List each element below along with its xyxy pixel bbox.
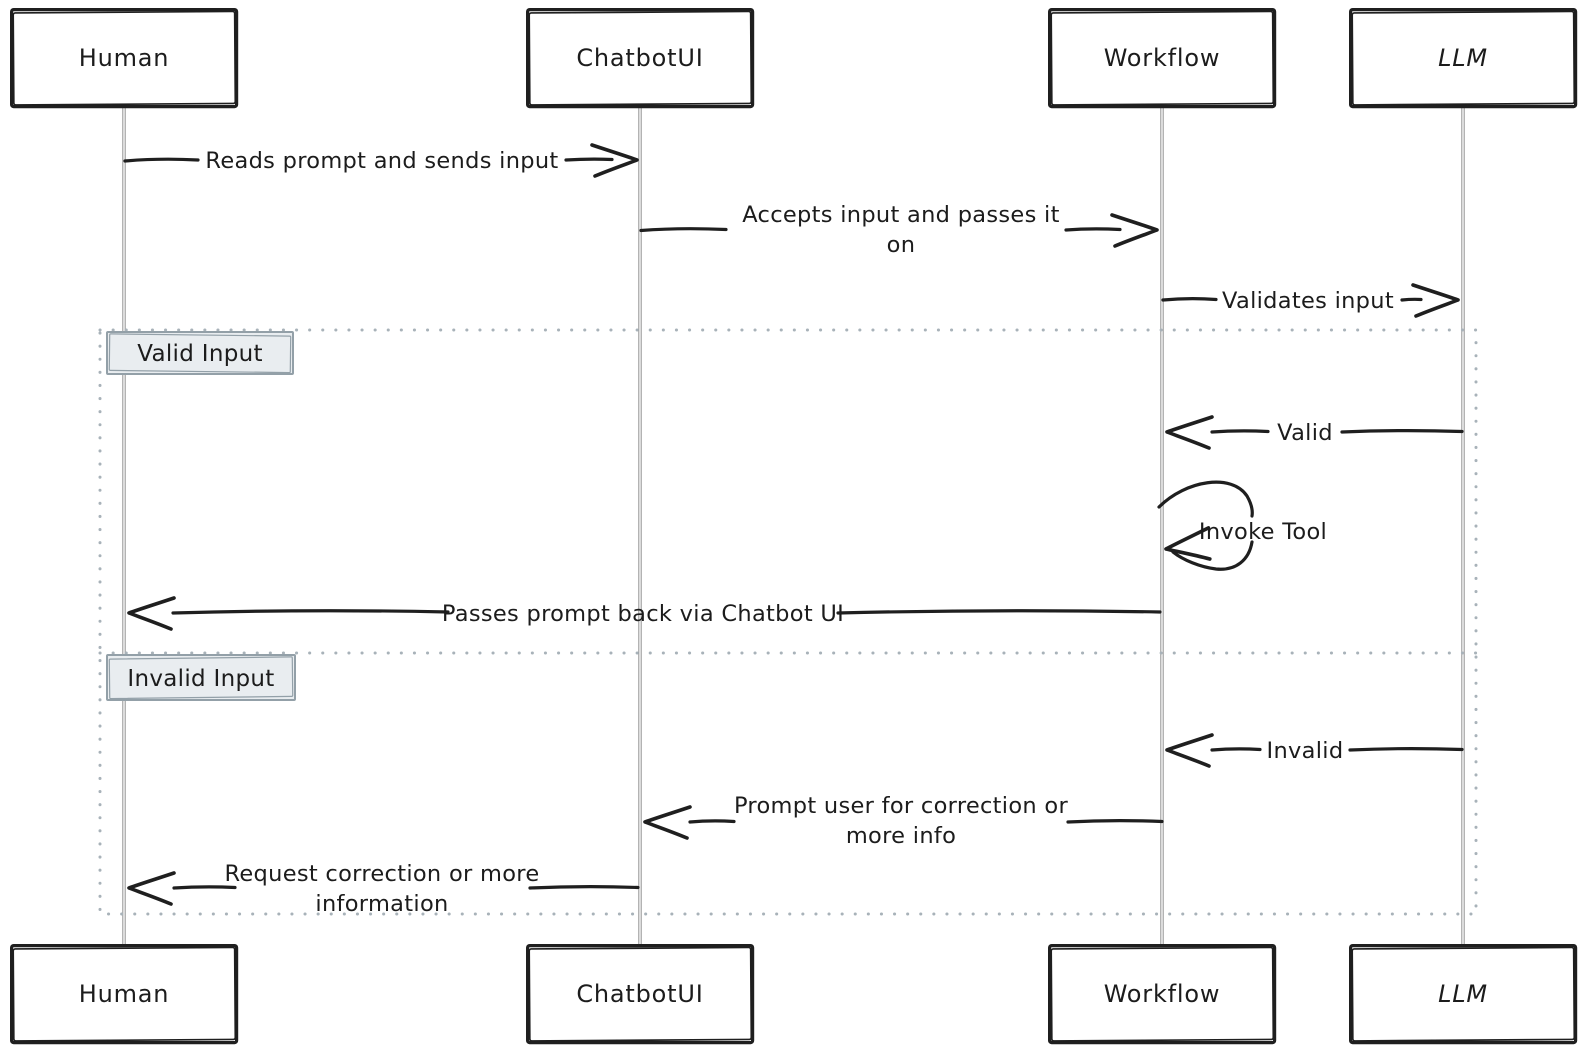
lifeline-human: [122, 108, 126, 946]
message-line: [1210, 429, 1270, 434]
actor-label-chatbotui-top: ChatbotUI: [576, 44, 703, 72]
message-text: Prompt user for correction or: [734, 793, 1069, 819]
alt-label-box-invalid-sketch: [108, 656, 294, 700]
lifelines: [122, 108, 1465, 946]
arrowhead-left: [127, 596, 176, 631]
message-line: [1066, 819, 1164, 824]
message-text: more info: [846, 823, 956, 849]
arrowhead-left: [1165, 733, 1214, 768]
message-line: [1340, 429, 1464, 434]
alt-label-invalid-input: Invalid Input: [127, 666, 274, 692]
message-line: [123, 157, 200, 163]
self-loop-bottom: [1171, 540, 1254, 571]
message-line: [172, 885, 237, 890]
message-text: Valid: [1277, 420, 1333, 446]
message-valid-arrow: [1165, 415, 1464, 450]
message-line: [171, 609, 450, 615]
alt-label-box-valid-sketch: [108, 333, 292, 374]
arrowhead-left: [1165, 415, 1214, 450]
alt-label-box-invalid: [106, 654, 296, 701]
diagram-texts: Valid Input Invalid Input Reads prompt a…: [127, 148, 1394, 917]
alt-section-label-invalid: [106, 654, 296, 701]
actor-labels: Human ChatbotUI Workflow LLM Human Chatb…: [79, 44, 1488, 1008]
message-prompt-user-arrow: [643, 805, 1164, 840]
message-text: Passes prompt back via Chatbot UI: [442, 601, 844, 627]
message-text: Reads prompt and sends input: [205, 148, 558, 174]
message-line: [1210, 747, 1262, 752]
message-text: Invoke Tool: [1199, 519, 1327, 545]
message-line: [528, 885, 640, 890]
message-line: [1161, 297, 1218, 302]
alt-section-label-valid: [106, 331, 294, 375]
message-line: [639, 227, 728, 233]
message-text: Accepts input and passes it: [742, 202, 1059, 228]
actor-label-workflow-top: Workflow: [1104, 44, 1221, 72]
message-passes-prompt-back-arrow: [127, 596, 1162, 631]
arrowhead-left: [127, 871, 176, 906]
message-text: information: [315, 891, 448, 917]
alt-label-box-valid: [106, 331, 294, 375]
self-loop-top: [1157, 480, 1254, 518]
message-arrows: [123, 143, 1464, 906]
alt-frame-border: [98, 328, 1478, 916]
message-line: [1064, 227, 1122, 232]
actor-label-llm-top: LLM: [1438, 44, 1488, 72]
message-text: on: [887, 232, 916, 258]
message-line: [1348, 747, 1464, 752]
message-text: Validates input: [1222, 288, 1394, 314]
message-invoke-tool-loop: [1157, 480, 1254, 571]
message-reads-prompt-arrow: [123, 143, 639, 178]
message-text: Invalid: [1267, 738, 1344, 764]
message-validates-input-arrow: [1161, 283, 1460, 318]
message-line: [1400, 297, 1423, 302]
actor-label-workflow-bottom: Workflow: [1104, 980, 1221, 1008]
actor-label-llm-bottom: LLM: [1438, 980, 1488, 1008]
lifeline-chatbotui: [638, 108, 642, 946]
arrowhead-left: [643, 805, 692, 840]
message-request-correction-arrow: [127, 871, 640, 906]
message-text: Request correction or more: [224, 861, 539, 887]
actor-label-human-top: Human: [79, 44, 170, 72]
message-line: [688, 819, 736, 824]
lifeline-workflow: [1160, 108, 1164, 946]
message-line: [564, 157, 614, 162]
actor-label-chatbotui-bottom: ChatbotUI: [576, 980, 703, 1008]
message-invalid-arrow: [1165, 733, 1464, 768]
alt-frame: [98, 328, 1478, 916]
lifeline-llm: [1461, 108, 1465, 946]
message-line: [836, 609, 1162, 615]
actor-label-human-bottom: Human: [79, 980, 170, 1008]
message-accepts-input-arrow: [639, 213, 1159, 248]
alt-label-valid-input: Valid Input: [137, 341, 263, 367]
